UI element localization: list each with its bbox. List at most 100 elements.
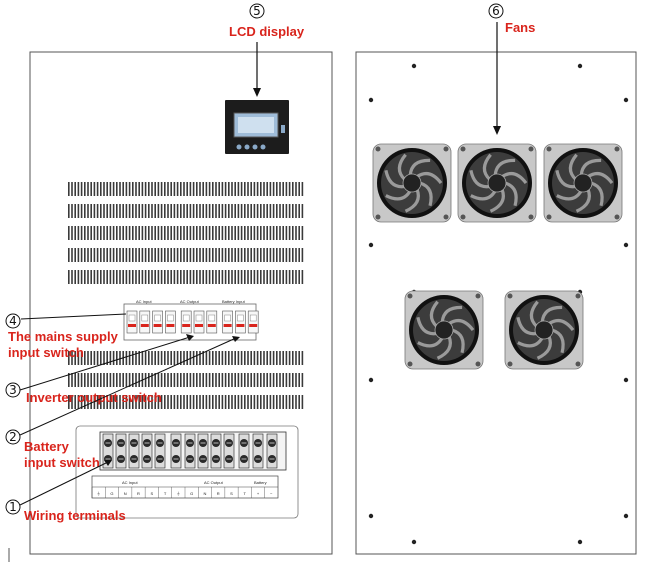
- vent-slot: [141, 182, 144, 196]
- vent-slot: [74, 204, 76, 218]
- callout-label-mains-line2: input switch: [8, 345, 84, 360]
- vent-slot: [288, 248, 291, 262]
- vent-slot: [199, 226, 201, 240]
- vent-slot: [170, 270, 172, 284]
- vent-slot: [269, 351, 272, 365]
- vent-slot: [116, 248, 118, 262]
- vent-slot: [218, 182, 220, 196]
- vent-slot: [202, 351, 204, 365]
- vent-slot: [298, 182, 300, 196]
- vent-slot: [212, 182, 214, 196]
- cooling-fan: [504, 290, 584, 370]
- vent-slot: [80, 395, 83, 409]
- vent-slot: [215, 351, 217, 365]
- vent-slot: [106, 270, 108, 284]
- vent-slot: [231, 182, 233, 196]
- vent-slot: [279, 270, 281, 284]
- breaker-switch[interactable]: [139, 310, 151, 334]
- vent-slot: [157, 226, 160, 240]
- breaker-switch[interactable]: [165, 310, 176, 334]
- vent-slot: [282, 373, 284, 387]
- vent-slot: [196, 226, 198, 240]
- vent-slot: [103, 248, 105, 262]
- vent-slot: [144, 351, 147, 365]
- vent-slot: [295, 182, 297, 196]
- vent-slot: [240, 351, 243, 365]
- vent-slot: [228, 395, 230, 409]
- vent-slot: [224, 182, 227, 196]
- breaker-switch[interactable]: [247, 310, 259, 334]
- vent-slot: [285, 373, 288, 387]
- vent-slot: [116, 182, 118, 196]
- vent-slot: [263, 351, 265, 365]
- vent-slot: [192, 395, 195, 409]
- vent-slot: [256, 182, 259, 196]
- vent-slot: [151, 182, 153, 196]
- fan-array: [372, 143, 623, 370]
- vent-slot: [160, 373, 163, 387]
- vent-slot: [231, 270, 233, 284]
- breaker-switch[interactable]: [180, 310, 192, 334]
- breaker-switch[interactable]: [152, 310, 163, 334]
- terminal-cell-label: −: [270, 491, 273, 496]
- vent-slot: [189, 373, 192, 387]
- vent-slot: [295, 351, 297, 365]
- breaker-switch[interactable]: [222, 310, 233, 334]
- vent-slot: [167, 373, 169, 387]
- screw: [623, 242, 629, 248]
- vent-slot: [90, 395, 92, 409]
- vent-slot: [189, 248, 192, 262]
- vent-slot: [208, 351, 211, 365]
- callout-label-mains-line1: The mains supply: [8, 329, 119, 344]
- vent-slot: [167, 351, 169, 365]
- breaker-switch[interactable]: [206, 310, 218, 334]
- vent-slot: [269, 182, 272, 196]
- vent-slot: [144, 182, 147, 196]
- breaker-switch[interactable]: [235, 310, 246, 334]
- vent-slot: [205, 373, 208, 387]
- vent-slot: [84, 204, 86, 218]
- vent-slot: [240, 270, 243, 284]
- vent-slot: [154, 373, 156, 387]
- vent-slot: [93, 204, 96, 218]
- vent-slot: [164, 270, 166, 284]
- vent-slot: [151, 204, 153, 218]
- vent-slot: [288, 182, 291, 196]
- vent-slot: [215, 182, 217, 196]
- vent-slot: [106, 226, 108, 240]
- vent-slot: [282, 248, 284, 262]
- vent-slot: [90, 373, 92, 387]
- vent-slot: [164, 182, 166, 196]
- vent-slot: [77, 270, 80, 284]
- screw: [368, 97, 374, 103]
- vent-slot: [292, 204, 294, 218]
- vent-slot: [272, 182, 275, 196]
- terminal-screw-pair: [266, 433, 278, 469]
- terminal-cell-label: R: [137, 491, 140, 496]
- vent-slot: [135, 248, 137, 262]
- vent-slot: [164, 395, 166, 409]
- vent-slot: [298, 270, 300, 284]
- vent-slot: [215, 373, 217, 387]
- breaker-switch[interactable]: [193, 310, 205, 334]
- vent-slot: [224, 204, 227, 218]
- vent-slot: [71, 182, 73, 196]
- vent-slot: [224, 226, 227, 240]
- vent-slot: [116, 226, 118, 240]
- vent-slot: [224, 373, 227, 387]
- vent-slot: [202, 226, 204, 240]
- vent-slot: [218, 351, 220, 365]
- vent-slot: [103, 204, 105, 218]
- vent-slot: [279, 226, 281, 240]
- vent-slot: [109, 395, 112, 409]
- vent-slot: [221, 226, 224, 240]
- vent-slot: [256, 248, 259, 262]
- vent-slot: [196, 204, 198, 218]
- vent-slot: [212, 395, 214, 409]
- vent-slot: [266, 182, 268, 196]
- vent-slot: [266, 270, 268, 284]
- vent-slot: [192, 248, 195, 262]
- vent-slot: [160, 204, 163, 218]
- vent-slot: [144, 270, 147, 284]
- breaker-switch[interactable]: [126, 310, 138, 334]
